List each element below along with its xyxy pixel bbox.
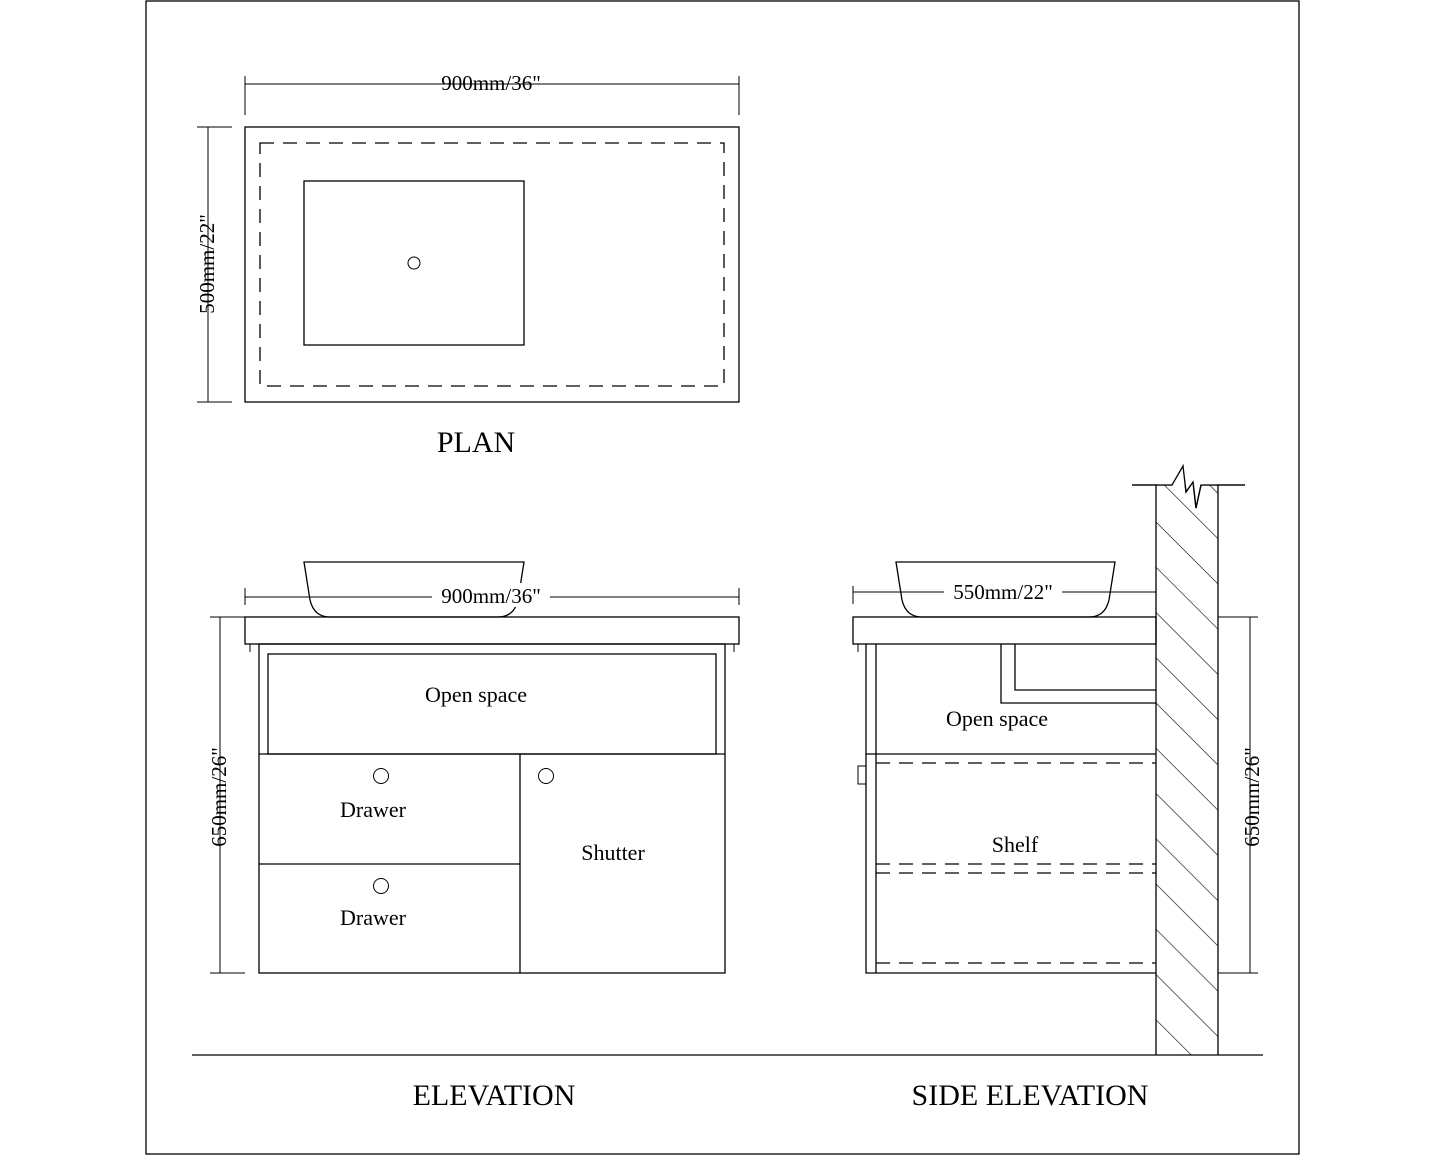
plan-cabinet-outline: [259, 142, 725, 387]
elevation-height-dimension: 650mm/26": [207, 747, 231, 847]
plan-view: 900mm/36" 500mm/22" PLAN: [195, 71, 740, 459]
drawing-border: [145, 0, 1300, 1155]
drawer-top-label: Drawer: [340, 797, 407, 822]
elevation-open-space-label: Open space: [425, 682, 527, 707]
side-drain-pipe: [1000, 644, 1156, 704]
plan-width-dimension: 900mm/36": [441, 71, 541, 95]
elevation-cabinet-carcass: [258, 643, 726, 974]
elevation-width-dimension: 900mm/36": [441, 584, 541, 608]
elevation-title: ELEVATION: [413, 1079, 576, 1112]
side-depth-dimension: 550mm/22": [953, 580, 1053, 604]
side-shelf-label: Shelf: [992, 832, 1039, 857]
drawer-top-knob: [373, 768, 389, 784]
side-height-dimension: 650mm/26": [1240, 747, 1264, 847]
plan-drain-hole: [407, 256, 421, 270]
elevation-countertop: [244, 616, 740, 645]
front-elevation-view: 900mm/36" 650mm/26" Open space Drawer Dr…: [207, 561, 740, 974]
side-elevation-view: 550mm/22" 650mm/26" Open space Shelf: [852, 463, 1264, 1055]
side-elevation-title: SIDE ELEVATION: [912, 1079, 1149, 1112]
plan-countertop: [244, 126, 740, 403]
drawer-bottom-label: Drawer: [340, 905, 407, 930]
shutter-knob: [538, 768, 554, 784]
shutter-label: Shutter: [581, 840, 645, 865]
drawer-bottom-knob: [373, 878, 389, 894]
plan-title: PLAN: [437, 426, 515, 459]
side-handle: [857, 765, 867, 785]
wall-section: [1156, 485, 1218, 1055]
plan-depth-dimension: 500mm/22": [195, 214, 219, 314]
side-cabinet-body: [865, 644, 1156, 974]
side-countertop: [852, 616, 1157, 645]
side-open-space-label: Open space: [946, 706, 1048, 731]
plan-basin: [303, 180, 525, 346]
